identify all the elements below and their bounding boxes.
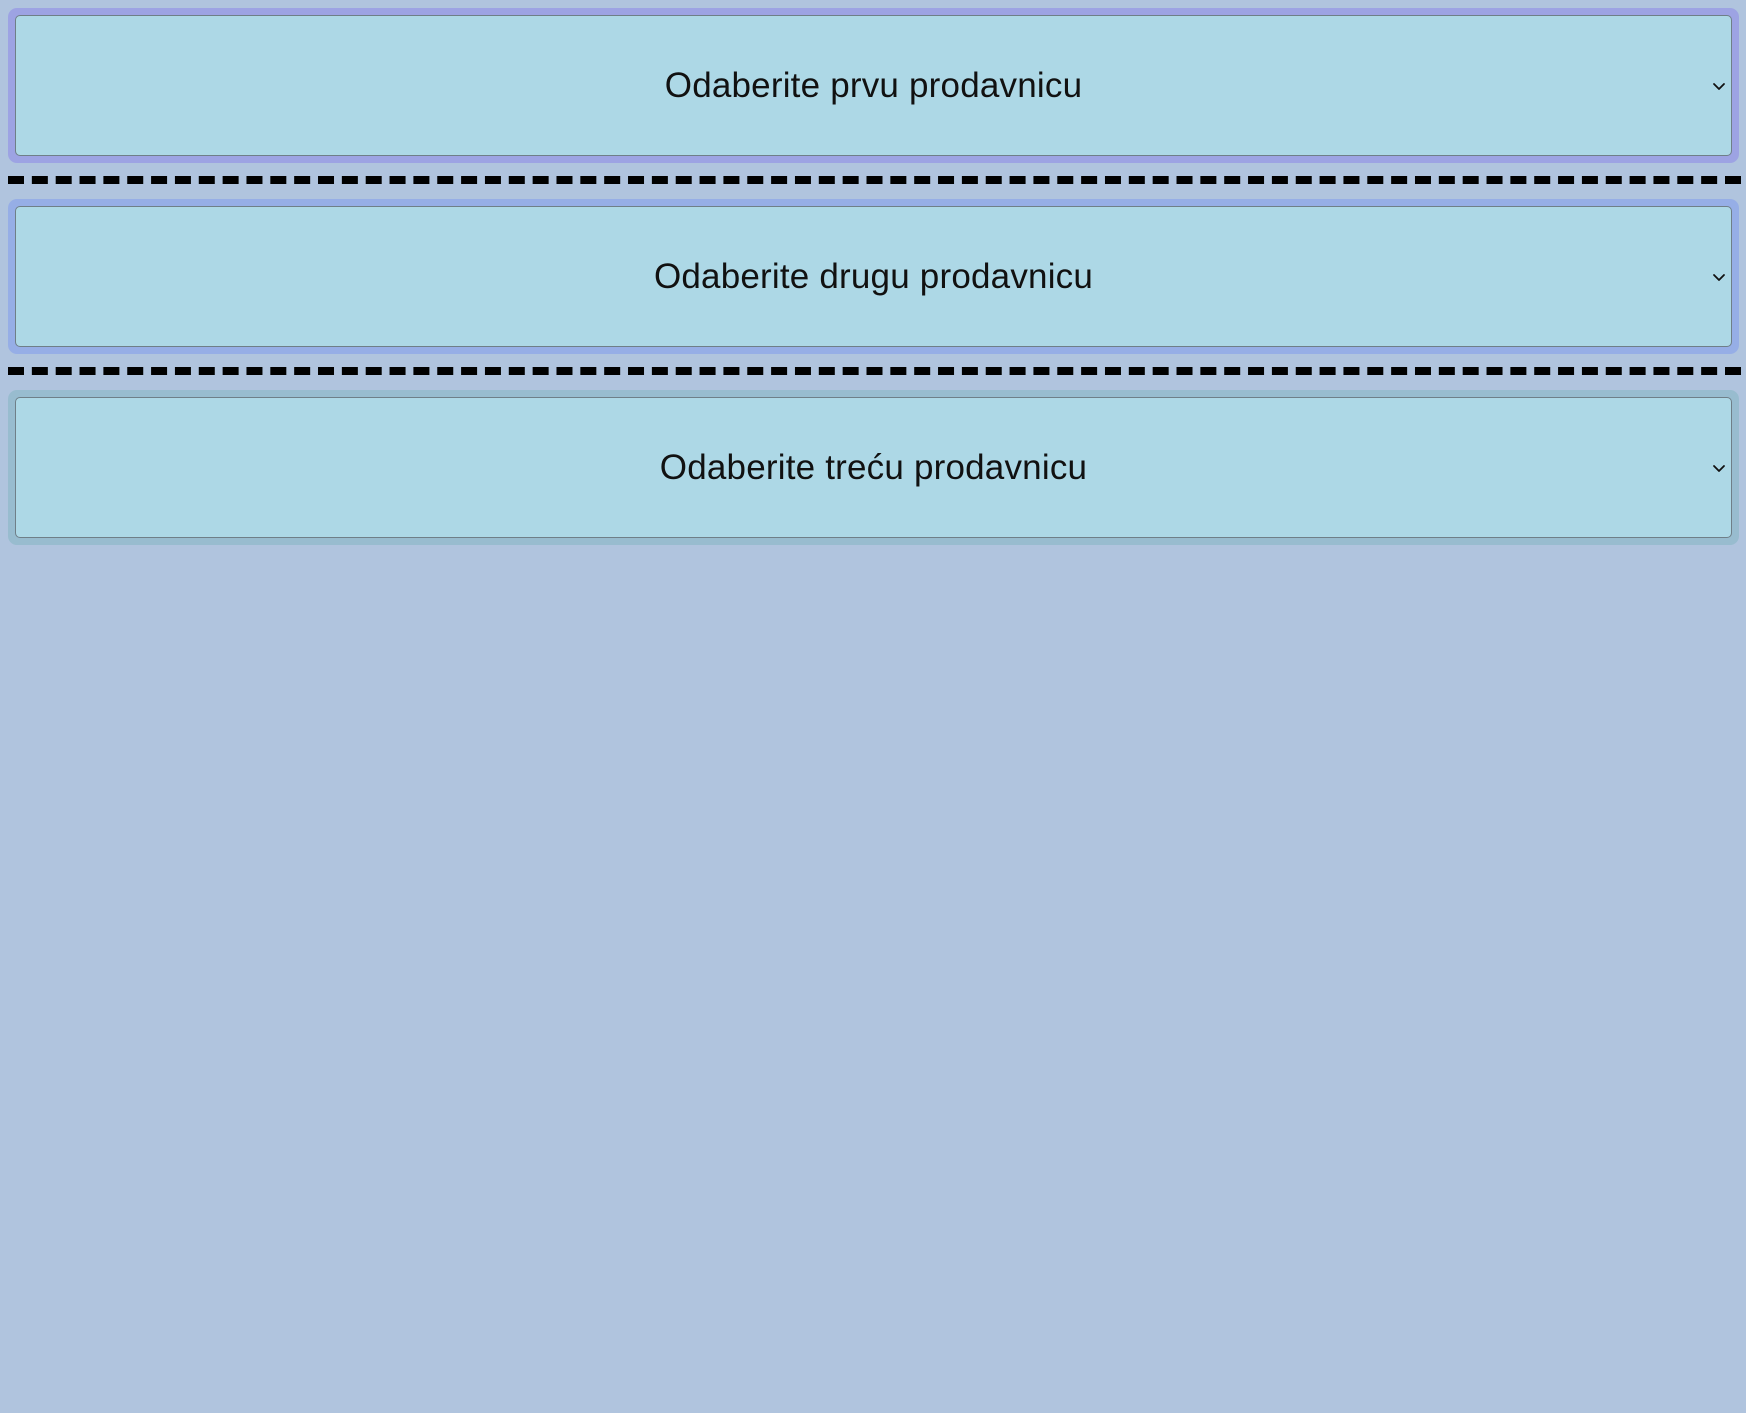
dashed-divider <box>8 176 1741 184</box>
chevron-down-icon <box>1713 273 1725 281</box>
first-store-select[interactable]: Odaberite prvu prodavnicu <box>15 15 1732 156</box>
chevron-down-icon <box>1713 464 1725 472</box>
chevron-down-icon <box>1713 82 1725 90</box>
first-store-select-label: Odaberite prvu prodavnicu <box>664 65 1083 105</box>
second-store-select-label: Odaberite drugu prodavnicu <box>653 256 1094 296</box>
second-store-select[interactable]: Odaberite drugu prodavnicu <box>15 206 1732 347</box>
third-store-select-frame: Odaberite treću prodavnicu <box>8 390 1739 545</box>
second-store-select-frame: Odaberite drugu prodavnicu <box>8 199 1739 354</box>
dashed-divider <box>8 367 1741 375</box>
third-store-select-label: Odaberite treću prodavnicu <box>659 447 1088 487</box>
third-store-select[interactable]: Odaberite treću prodavnicu <box>15 397 1732 538</box>
first-store-select-frame: Odaberite prvu prodavnicu <box>8 8 1739 163</box>
